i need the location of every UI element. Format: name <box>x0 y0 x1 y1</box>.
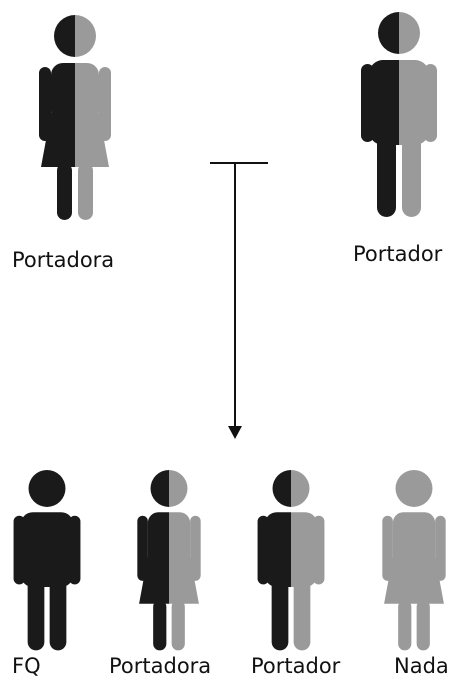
child-figure-1 <box>13 470 81 651</box>
father-label: Portador <box>353 242 443 266</box>
cross-connector <box>210 162 268 439</box>
child-figure-3 <box>257 470 325 651</box>
mother-figure <box>39 15 111 220</box>
child-label-1: FQ <box>12 654 41 678</box>
child-label-2: Portadora <box>109 654 212 678</box>
mother-label: Portadora <box>12 248 115 272</box>
descent-arrowhead <box>228 426 242 439</box>
child-figure-2 <box>137 470 201 651</box>
father-figure <box>361 12 437 217</box>
child-figure-4 <box>382 470 446 651</box>
child-label-4: Nada <box>394 654 449 678</box>
child-label-3: Portador <box>251 654 341 678</box>
